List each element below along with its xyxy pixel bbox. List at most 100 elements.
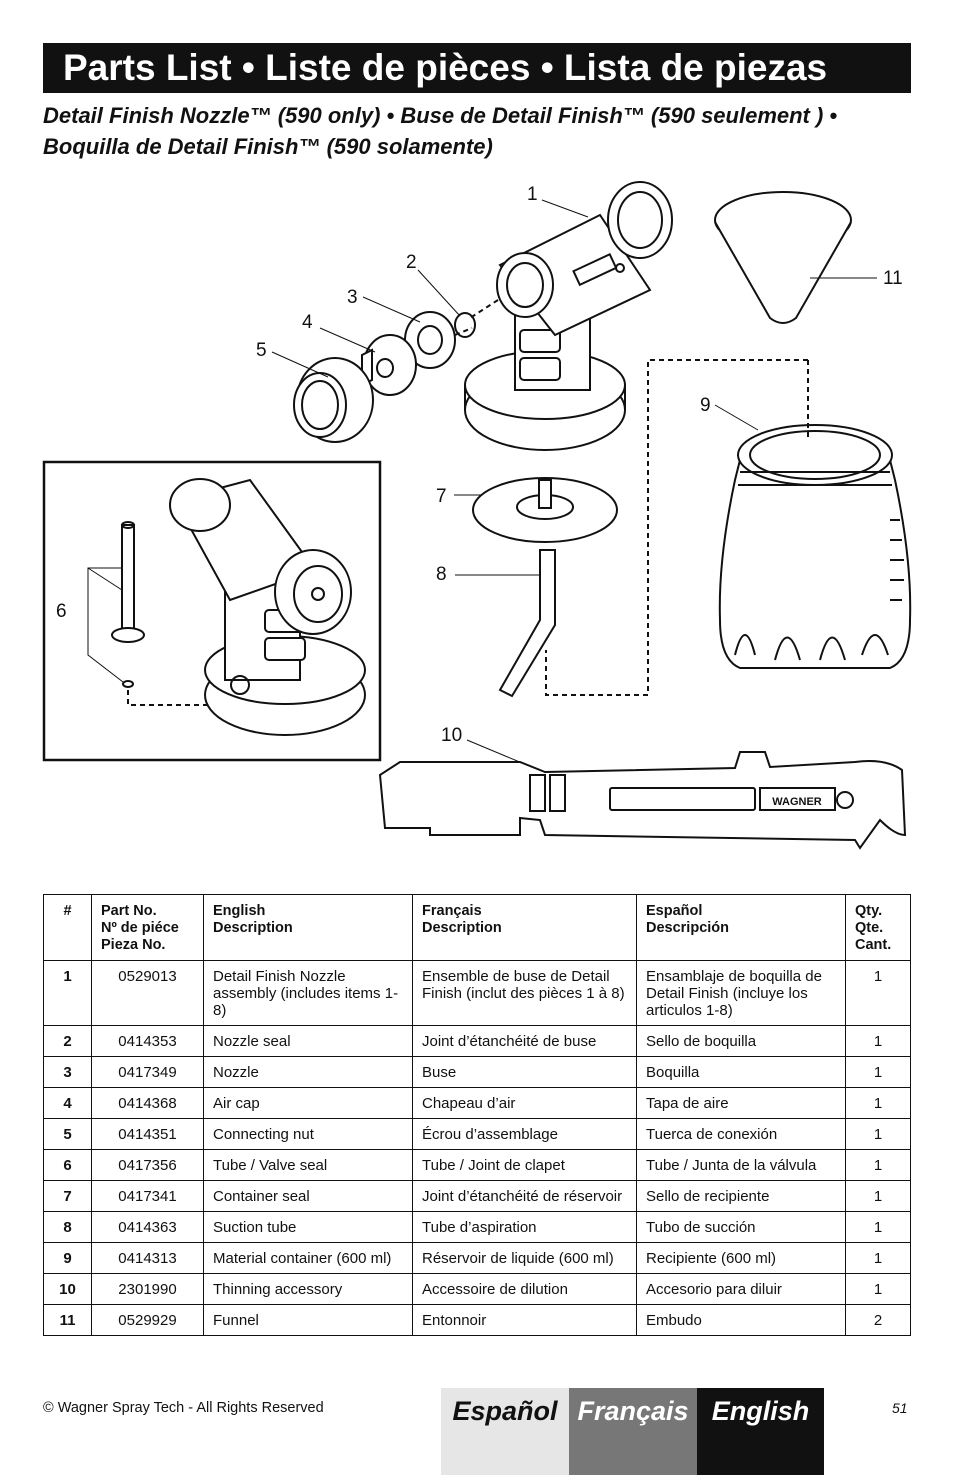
cell-espanol: Tube / Junta de la válvula [636, 1149, 846, 1181]
cell-qty: 1 [845, 1273, 911, 1305]
cell-num: 10 [43, 1273, 92, 1305]
cell-francais: Tube / Joint de clapet [412, 1149, 637, 1181]
cell-english: Nozzle seal [203, 1025, 413, 1057]
cell-espanol: Recipiente (600 ml) [636, 1242, 846, 1274]
cell-qty: 1 [845, 1025, 911, 1057]
cell-english: Nozzle [203, 1056, 413, 1088]
callout-4: 4 [302, 312, 313, 333]
cell-qty: 1 [845, 1056, 911, 1088]
cell-num: 6 [43, 1149, 92, 1181]
cell-part-no: 0417356 [91, 1149, 204, 1181]
cell-francais: Tube d’aspiration [412, 1211, 637, 1243]
cell-francais: Joint d’étanchéité de réservoir [412, 1180, 637, 1212]
cell-qty: 1 [845, 1211, 911, 1243]
callout-leaders [87, 199, 877, 764]
thinning-accessory-drawing: WAGNER [378, 751, 907, 850]
callout-9: 9 [700, 395, 711, 416]
header-qty: Qty. Qte. Cant. [845, 894, 911, 961]
inset-frame [42, 460, 382, 762]
cell-espanol: Embudo [636, 1304, 846, 1336]
cell-francais: Buse [412, 1056, 637, 1088]
cell-qty: 1 [845, 1149, 911, 1181]
cell-francais: Accessoire de dilution [412, 1273, 637, 1305]
cell-espanol: Tuerca de conexión [636, 1118, 846, 1150]
cell-num: 7 [43, 1180, 92, 1212]
cell-espanol: Boquilla [636, 1056, 846, 1088]
cell-english: Detail Finish Nozzle assembly (includes … [203, 960, 413, 1026]
cell-francais: Ensemble de buse de Detail Finish (inclu… [412, 960, 637, 1026]
cell-part-no: 0414351 [91, 1118, 204, 1150]
cell-english: Tube / Valve seal [203, 1149, 413, 1181]
cell-english: Connecting nut [203, 1118, 413, 1150]
tube-valve-seal-drawing [111, 521, 210, 706]
cell-num: 11 [43, 1304, 92, 1336]
table-header-row: # Part No. Nº de piéce Pieza No. English… [43, 894, 911, 961]
tab-espanol[interactable]: Español [441, 1388, 569, 1475]
cell-num: 3 [43, 1056, 92, 1088]
cell-qty: 1 [845, 1118, 911, 1150]
cell-francais: Joint d’étanchéité de buse [412, 1025, 637, 1057]
cell-qty: 1 [845, 1242, 911, 1274]
cell-english: Material container (600 ml) [203, 1242, 413, 1274]
cell-qty: 2 [845, 1304, 911, 1336]
header-francais: Français Description [412, 894, 637, 961]
container-seal-drawing [472, 477, 618, 543]
page-title: Parts List • Liste de pièces • Lista de … [43, 43, 911, 93]
cell-espanol: Sello de recipiente [636, 1180, 846, 1212]
cell-francais: Chapeau d’air [412, 1087, 637, 1119]
cell-num: 9 [43, 1242, 92, 1274]
cell-part-no: 0414363 [91, 1211, 204, 1243]
language-tabs: Español Français English [441, 1388, 824, 1475]
callout-2: 2 [406, 252, 417, 273]
spray-gun-front-drawing [464, 181, 673, 451]
cell-english: Thinning accessory [203, 1273, 413, 1305]
tab-english[interactable]: English [697, 1388, 824, 1475]
callout-11: 11 [883, 268, 903, 289]
cell-espanol: Sello de boquilla [636, 1025, 846, 1057]
cell-english: Funnel [203, 1304, 413, 1336]
header-num: # [43, 894, 92, 961]
cell-english: Container seal [203, 1180, 413, 1212]
cell-qty: 1 [845, 960, 911, 1026]
material-container-drawing [718, 424, 912, 669]
callout-7: 7 [436, 486, 447, 507]
callout-1: 1 [527, 184, 538, 205]
cell-part-no: 0414313 [91, 1242, 204, 1274]
cell-num: 8 [43, 1211, 92, 1243]
header-english: English Description [203, 894, 413, 961]
callout-5: 5 [256, 340, 267, 361]
cell-part-no: 0414368 [91, 1087, 204, 1119]
inset-spray-gun-drawing [169, 478, 366, 736]
copyright-notice: © Wagner Spray Tech - All Rights Reserve… [43, 1400, 324, 1416]
callout-10: 10 [441, 725, 462, 746]
cell-english: Air cap [203, 1087, 413, 1119]
nozzle-seal-drawing [454, 312, 476, 338]
page-subtitle: Detail Finish Nozzle™ (590 only) • Buse … [43, 103, 838, 159]
cell-part-no: 0529013 [91, 960, 204, 1026]
cell-num: 5 [43, 1118, 92, 1150]
cell-num: 1 [43, 960, 92, 1026]
cell-espanol: Ensamblaje de boquilla de Detail Finish … [636, 960, 846, 1026]
connecting-nut-drawing [293, 357, 374, 443]
cell-qty: 1 [845, 1180, 911, 1212]
tab-francais[interactable]: Français [569, 1388, 697, 1475]
cell-espanol: Tubo de succión [636, 1211, 846, 1243]
cell-num: 2 [43, 1025, 92, 1057]
cell-part-no: 0529929 [91, 1304, 204, 1336]
cell-part-no: 2301990 [91, 1273, 204, 1305]
cell-espanol: Accesorio para diluir [636, 1273, 846, 1305]
cell-francais: Réservoir de liquide (600 ml) [412, 1242, 637, 1274]
header-espanol: Español Descripción [636, 894, 846, 961]
cell-english: Suction tube [203, 1211, 413, 1243]
cell-part-no: 0417341 [91, 1180, 204, 1212]
page-number: 51 [892, 1400, 908, 1416]
wagner-logo: WAGNER [772, 796, 822, 808]
